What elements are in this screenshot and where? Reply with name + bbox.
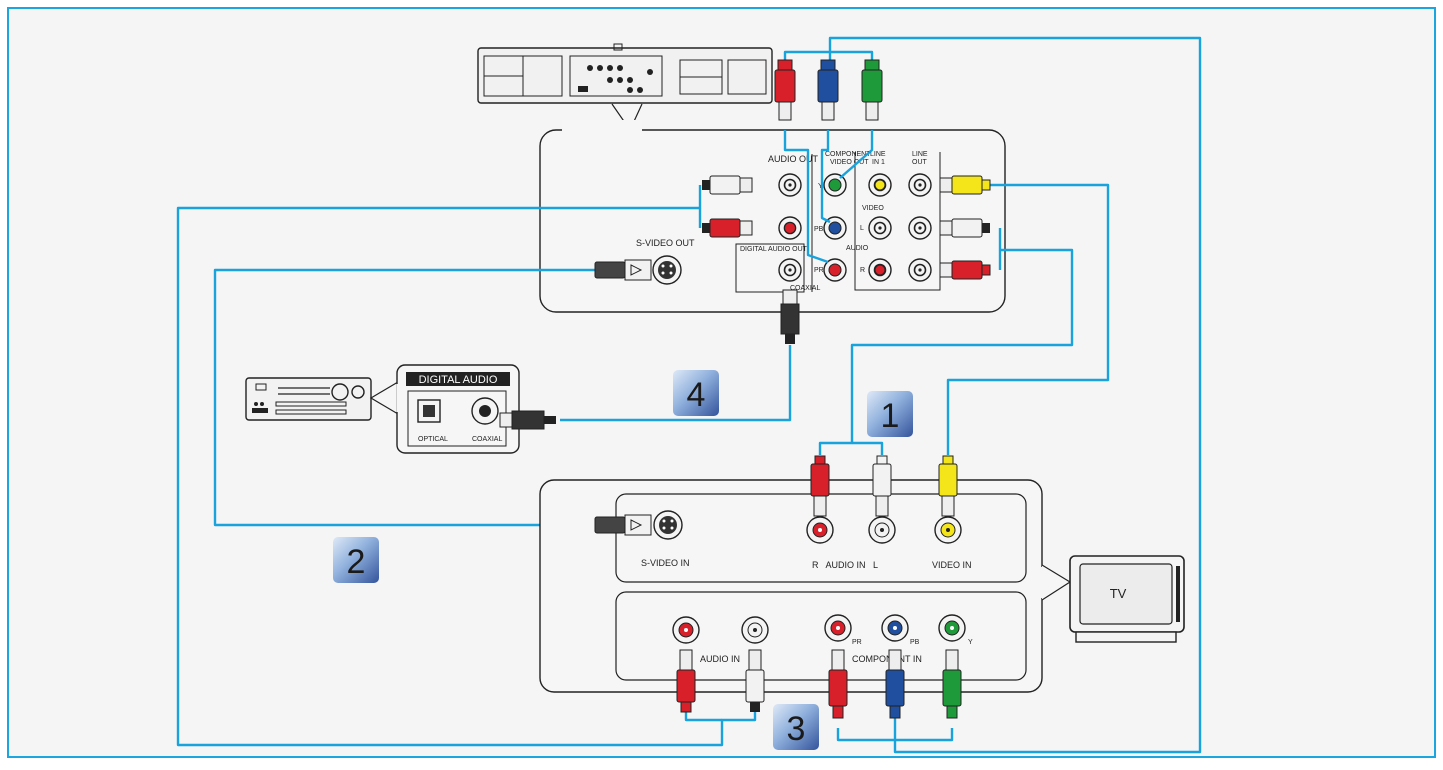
dvd-plugs xyxy=(594,59,991,344)
digital-audio-header xyxy=(406,372,510,386)
pb-label: PB xyxy=(814,226,824,233)
audio-out-label: AUDIO OUT xyxy=(768,154,819,164)
pb-in-label: PB xyxy=(910,639,920,646)
step-3-number: 3 xyxy=(787,710,806,748)
tv-top-plugs xyxy=(594,455,958,536)
step-badge-2: 2 xyxy=(333,537,379,583)
tv-label: TV xyxy=(1110,586,1127,601)
audio-label: AUDIO xyxy=(846,245,869,252)
audio-in-label: AUDIO IN xyxy=(700,654,740,664)
y-in-label: Y xyxy=(968,639,973,646)
av-receiver xyxy=(245,377,399,421)
step-badge-3: 3 xyxy=(773,704,819,750)
step-1-number: 1 xyxy=(881,397,900,435)
line-in-label-1: LINE xyxy=(870,151,886,158)
dvd-jacks xyxy=(652,173,932,285)
pr-label: PR xyxy=(814,267,824,274)
tv-top-jacks xyxy=(653,510,962,544)
digital-audio-title: DIGITAL AUDIO xyxy=(419,374,498,386)
tv-bottom-subpanel xyxy=(615,591,1027,681)
step-2-number: 2 xyxy=(347,543,366,581)
component-in-label: COMPONENT IN xyxy=(852,654,922,664)
component-video-out-label-1: COMPONENT xyxy=(825,151,871,158)
audio-in-rl-label: R AUDIO IN L xyxy=(812,560,878,570)
pr-in-label: PR xyxy=(852,639,862,646)
step-badge-1: 1 xyxy=(867,391,913,437)
step-4-number: 4 xyxy=(687,376,706,414)
cables xyxy=(176,36,1202,754)
coaxial-plug xyxy=(499,410,556,430)
video-label: VIDEO xyxy=(862,205,884,212)
s-video-in-label: S-VIDEO IN xyxy=(641,558,690,568)
coaxial-in-label: COAXIAL xyxy=(472,436,502,443)
tv-set: TV xyxy=(1069,555,1185,643)
digital-audio-out-label: DIGITAL AUDIO OUT xyxy=(740,246,808,253)
line-out-label-1: LINE xyxy=(912,151,928,158)
video-in-label: VIDEO IN xyxy=(932,560,972,570)
dvd-player xyxy=(477,43,773,132)
line-in-label-2: IN 1 xyxy=(872,159,885,166)
line-out-label-2: OUT xyxy=(912,159,928,166)
y-label: Y xyxy=(818,183,823,190)
coaxial-out-label: COAXIAL xyxy=(790,285,820,292)
step-badge-4: 4 xyxy=(673,370,719,416)
component-video-out-label-2: VIDEO OUT xyxy=(830,159,869,166)
r-label: R xyxy=(860,267,865,274)
digital-audio-out-box xyxy=(735,243,805,293)
optical-label: OPTICAL xyxy=(418,436,448,443)
tv-bottom-plugs xyxy=(676,649,962,719)
s-video-out-label: S-VIDEO OUT xyxy=(636,238,695,248)
l-label: L xyxy=(860,225,864,232)
tv-bottom-jacks xyxy=(672,614,966,644)
